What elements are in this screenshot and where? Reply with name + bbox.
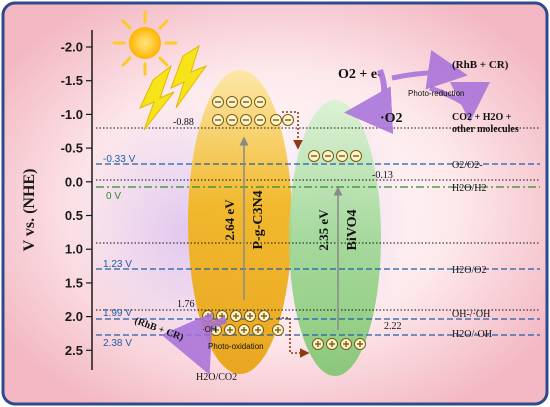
ref-right-h2: H2O/H2 (452, 183, 486, 194)
y-axis-label: V vs. (NHE) (21, 169, 38, 252)
ref-right-oh: OH-/·OH (452, 309, 490, 320)
ref-label-0v: 0 V (106, 191, 121, 202)
ref-label-033: -0.33 V (103, 154, 136, 165)
ref-right-h2o-oh: H2O/·OH (452, 329, 492, 340)
y-tick-label: -0.5 (61, 141, 83, 156)
y-tick-label: -1.5 (61, 73, 83, 88)
pgcn-vb-value: 1.76 (177, 299, 195, 310)
electron-transfer-arrow (282, 111, 303, 150)
hole-transfer-arrow (278, 317, 310, 358)
pgcn-name-label: P-g-C3N4 (251, 190, 266, 249)
h2o-co2-label: H2O/CO2 (196, 372, 237, 383)
pgcn-cb-value: -0.88 (173, 117, 194, 128)
y-tick-label: 0.0 (65, 174, 83, 189)
y-tick-label: -1.0 (61, 107, 83, 122)
pgcn-gap-label: 2.64 eV (222, 199, 237, 241)
photo-oxidation-arrow (161, 312, 228, 375)
y-tick-label: 2.0 (65, 309, 83, 324)
oh-radical-label: ·OH (202, 325, 217, 334)
y-tick-label: 0.5 (65, 208, 83, 223)
photo-oxidation-label: Photo-oxidation (208, 342, 264, 351)
y-axis-ticks: -2.0 -1.5 -1.0 -0.5 0.0 0.5 1.0 1.5 2.0 2.5 (61, 40, 92, 358)
ref-label-199: 1.99 V (103, 308, 132, 319)
y-tick-label: 1.0 (65, 242, 83, 257)
y-tick-label: -2.0 (61, 40, 83, 55)
lightning-bolt-icon-1 (138, 64, 175, 131)
ref-right-h2o-o2: H2O/O2 (452, 265, 486, 276)
rhb-cr-top-label: (RhB + CR) (452, 59, 509, 71)
y-tick-label: 1.5 (65, 275, 83, 290)
products-line1: CO2 + H2O + (452, 112, 512, 123)
bivo4-vb-value: 2.22 (384, 321, 402, 332)
y-tick-label: 2.5 (65, 343, 83, 358)
photo-reduction-arrow-2 (391, 49, 468, 90)
photo-reduction-arrow-3 (429, 81, 490, 122)
pgcn-body (188, 70, 292, 374)
bivo4-cb-value: -0.13 (372, 170, 393, 181)
lightning-bolt-icon-2 (170, 44, 208, 109)
sun-icon (112, 10, 178, 76)
o2-reduction-label: O2 + e- (338, 67, 382, 82)
ref-right-o2: O2/O2- (452, 160, 483, 171)
photo-reduction-arrow-1 (344, 68, 394, 135)
superoxide-label: ·O2 (380, 111, 403, 126)
bivo4-body (289, 100, 381, 376)
ref-label-238: 2.38 V (103, 338, 132, 349)
photo-reduction-label: Photo-reduction (408, 89, 464, 98)
bivo4-name-label: BiVO4 (345, 210, 360, 251)
products-line2: other molecules (452, 124, 519, 135)
ref-label-123: 1.23 V (103, 259, 132, 270)
bivo4-gap-label: 2.35 eV (316, 209, 331, 251)
